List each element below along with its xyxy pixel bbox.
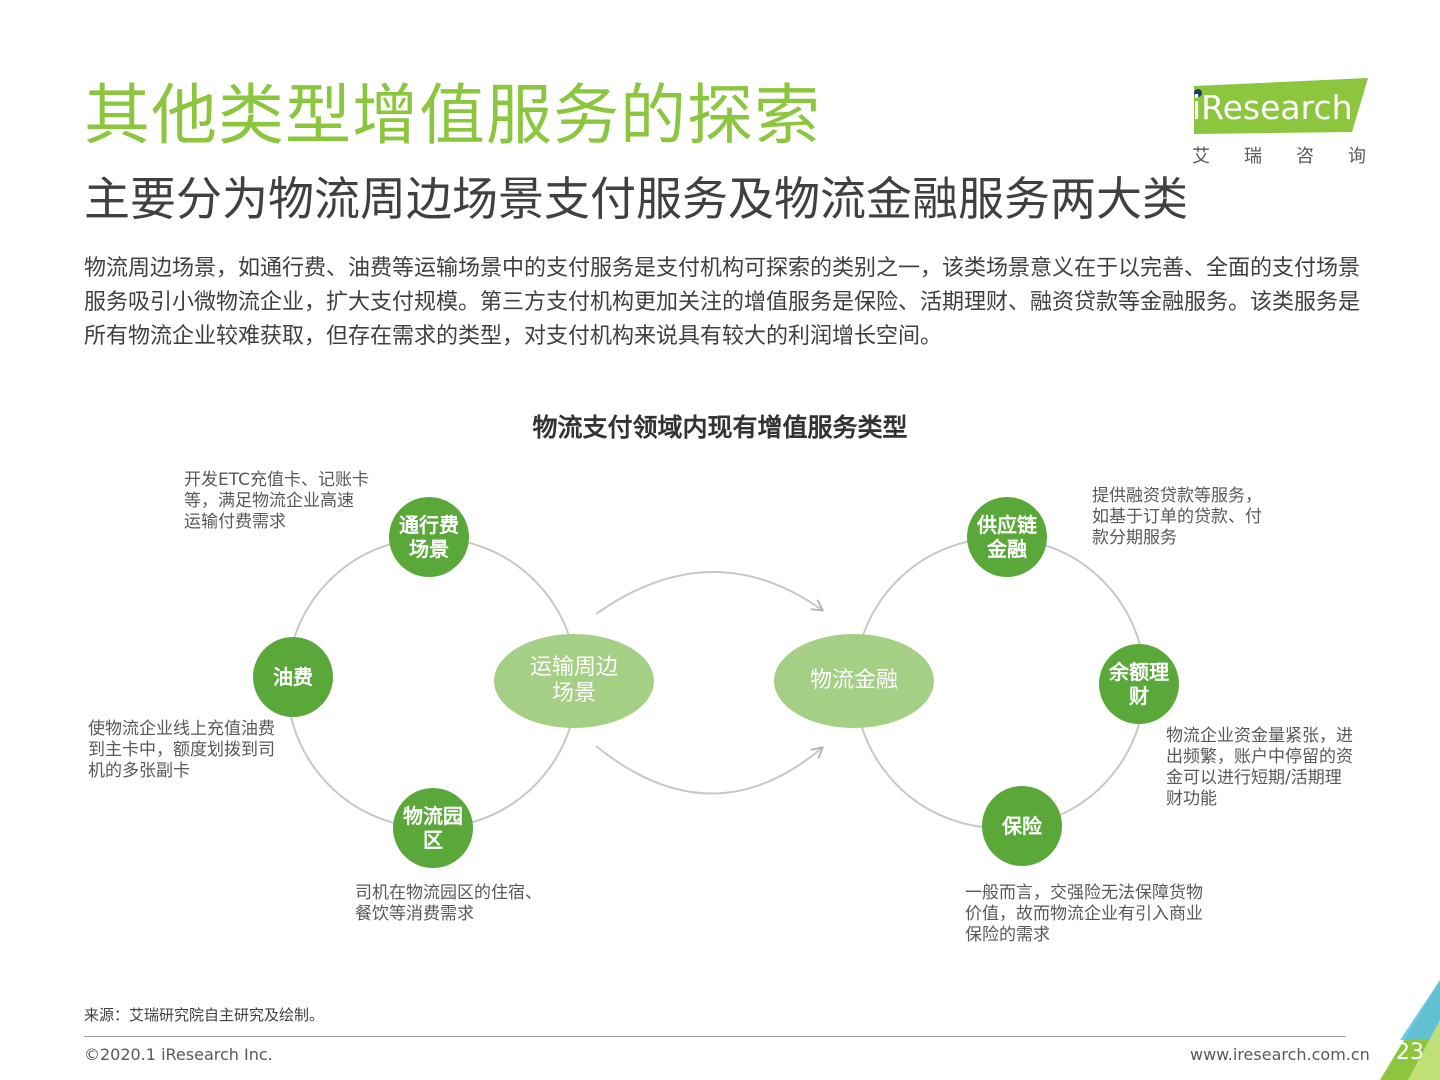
copyright: ©2020.1 iResearch Inc. [84,1045,273,1064]
right-hub-label: 物流金融 [809,668,898,693]
page-title: 其他类型增值服务的探索 [84,77,821,154]
desc-toll-fee: 开发ETC充值卡、记账卡等，满足物流企业高速运输付费需求 [184,470,369,532]
desc-fuel-fee: 使物流企业线上充值油费到主卡中，额度划拨到司机的多张副卡 [88,719,275,781]
node-toll-fee: 通行费场景 [389,497,469,577]
body-paragraph: 物流周边场景，如通行费、油费等运输场景中的支付服务是支付机构可探索的类别之一，该… [84,256,1361,349]
node-fuel-fee-label: 油费 [273,665,313,689]
node-logistics-park: 物流园区 [393,788,473,868]
top-arrow [595,571,822,615]
node-insurance-label: 保险 [1002,814,1042,838]
node-balance-investment-label: 余额理财 [1109,660,1169,708]
node-balance-investment: 余额理财 [1099,644,1179,724]
page-subtitle: 主要分为物流周边场景支付服务及物流金融服务两大类 [84,172,1188,226]
source-note: 来源：艾瑞研究院自主研究及绘制。 [84,1006,325,1024]
left-hub-label: 运输周边场景 [529,655,618,706]
page-number: 23 [1396,1040,1424,1065]
desc-insurance: 一般而言，交强险无法保障货物价值，故而物流企业有引入商业保险的需求 [965,883,1203,945]
website-link[interactable]: www.iresearch.com.cn [1190,1045,1370,1064]
node-insurance: 保险 [982,786,1062,866]
logo-text: iResearch [1192,88,1353,127]
node-logistics-park-label: 物流园区 [403,804,463,852]
diagram-title: 物流支付领域内现有增值服务类型 [532,413,908,442]
page-corner-decoration [1380,980,1440,1080]
left-hub: 运输周边场景 [494,634,654,728]
desc-balance-investment: 物流企业资金量紧张，进出频繁，账户中停留的资金可以进行短期/活期理财功能 [1166,726,1353,809]
bottom-arrow [595,745,822,795]
right-hub: 物流金融 [774,634,934,728]
node-fuel-fee: 油费 [253,637,333,717]
node-supply-chain-finance: 供应链金融 [967,497,1047,577]
footer-divider [84,1036,1346,1037]
node-toll-fee-label: 通行费场景 [399,513,459,561]
logo-cn: 艾瑞咨询 [1192,146,1400,167]
iresearch-logo [1194,78,1368,134]
desc-supply-chain-finance: 提供融资贷款等服务，如基于订单的贷款、付款分期服务 [1092,486,1262,548]
desc-logistics-park: 司机在物流园区的住宿、餐饮等消费需求 [355,883,542,924]
node-supply-chain-finance-label: 供应链金融 [977,513,1037,561]
